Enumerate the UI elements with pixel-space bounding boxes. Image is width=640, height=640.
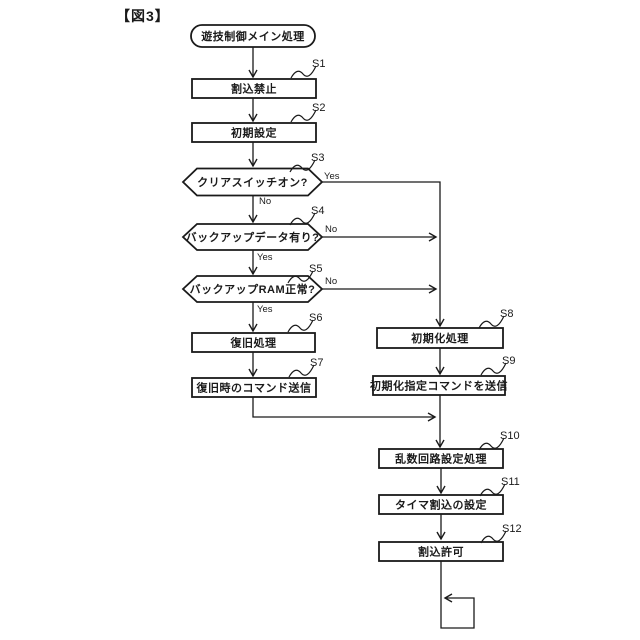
edge-s3-yes-right bbox=[322, 181, 440, 326]
edge-label-s4-no-right: No bbox=[325, 224, 337, 235]
s10-step-label: S10 bbox=[500, 430, 520, 442]
node-s7: 復旧時のコマンド送信 S7 bbox=[191, 357, 323, 398]
node-s6: 復旧処理 S6 bbox=[191, 312, 322, 353]
s12-step-leader bbox=[480, 530, 507, 544]
s11-step-label: S11 bbox=[501, 476, 520, 488]
s8-step-leader bbox=[478, 315, 505, 329]
edge-label-s5-no-right: No bbox=[325, 276, 337, 287]
edge-label-s5-yes-down: Yes bbox=[257, 304, 273, 315]
s10-text: 乱数回路設定処理 bbox=[395, 451, 487, 465]
s10-step-leader bbox=[478, 437, 505, 451]
s11-step-leader bbox=[479, 483, 506, 497]
s2-text: 初期設定 bbox=[231, 125, 277, 139]
s9-step-label: S9 bbox=[502, 355, 515, 367]
node-s2: 初期設定 S2 bbox=[191, 102, 325, 143]
s9-text: 初期化指定コマンドを送信 bbox=[370, 378, 508, 392]
s12-step-label: S12 bbox=[502, 523, 522, 535]
s2-step-leader bbox=[290, 109, 317, 123]
node-s1: 割込禁止 S1 bbox=[191, 58, 325, 99]
s12-process-shape bbox=[378, 541, 504, 562]
s6-text: 復旧処理 bbox=[230, 335, 277, 349]
edge-s7-join bbox=[252, 397, 435, 417]
s5-decision-shape bbox=[181, 275, 324, 303]
start-terminal-shape bbox=[190, 24, 316, 48]
s4-text: バックアップデータ有り? bbox=[186, 230, 320, 244]
s3-decision-shape bbox=[181, 167, 324, 197]
s4-step-label: S4 bbox=[311, 205, 324, 217]
s5-step-label: S5 bbox=[309, 263, 322, 275]
node-start: 遊技制御メイン処理 bbox=[190, 24, 316, 48]
s9-step-leader bbox=[480, 362, 507, 376]
edge-label-s4-yes-down: Yes bbox=[257, 252, 273, 263]
s7-step-label: S7 bbox=[310, 357, 323, 369]
s5-step-leader bbox=[287, 270, 314, 284]
node-s8: 初期化処理 S8 bbox=[376, 308, 513, 349]
edge-s12-loop bbox=[440, 561, 475, 629]
node-s5: バックアップRAM正常? S5 bbox=[181, 263, 324, 303]
s11-text: タイマ割込の設定 bbox=[395, 497, 487, 511]
s9-process-shape bbox=[372, 375, 506, 396]
s1-text: 割込禁止 bbox=[231, 81, 277, 95]
s7-step-leader bbox=[288, 364, 315, 378]
s8-text: 初期化処理 bbox=[411, 331, 469, 345]
s3-text: クリアスイッチオン? bbox=[197, 176, 308, 189]
s1-step-leader bbox=[290, 65, 317, 79]
node-s3: クリアスイッチオン?S3 bbox=[181, 152, 324, 197]
start-text: 遊技制御メイン処理 bbox=[201, 29, 305, 43]
s6-step-leader bbox=[287, 319, 314, 333]
figure-label: 【図3】 bbox=[116, 8, 170, 24]
s12-text: 割込許可 bbox=[418, 544, 464, 558]
s4-decision-shape bbox=[181, 223, 324, 251]
s1-process-shape bbox=[191, 78, 317, 99]
s5-text: バックアップRAM正常? bbox=[190, 282, 316, 296]
s2-process-shape bbox=[191, 122, 317, 143]
node-s11: タイマ割込の設定 S11 bbox=[378, 476, 520, 515]
s7-process-shape bbox=[191, 377, 317, 398]
node-s4: バックアップデータ有り? S4 bbox=[181, 205, 324, 251]
s3-step-leader bbox=[289, 159, 316, 173]
s7-text: 復旧時のコマンド送信 bbox=[196, 380, 312, 394]
node-s10: 乱数回路設定処理 S10 bbox=[378, 430, 520, 469]
s11-process-shape bbox=[378, 494, 504, 515]
s8-process-shape bbox=[376, 327, 504, 349]
s4-step-leader bbox=[289, 212, 316, 226]
edge-label-s3-yes-right: Yes bbox=[324, 171, 340, 182]
s6-step-label: S6 bbox=[309, 312, 322, 324]
node-s9: 初期化指定コマンドを送信 S9 bbox=[370, 355, 515, 396]
s6-process-shape bbox=[191, 332, 316, 353]
s2-step-label: S2 bbox=[312, 102, 325, 114]
edge-label-s3-no-down: No bbox=[259, 196, 271, 207]
s3-step-label: S3 bbox=[311, 152, 324, 164]
s8-step-label: S8 bbox=[500, 308, 513, 320]
s1-step-label: S1 bbox=[312, 58, 325, 70]
node-s12: 割込許可 S12 bbox=[378, 523, 522, 562]
s10-process-shape bbox=[378, 448, 504, 469]
